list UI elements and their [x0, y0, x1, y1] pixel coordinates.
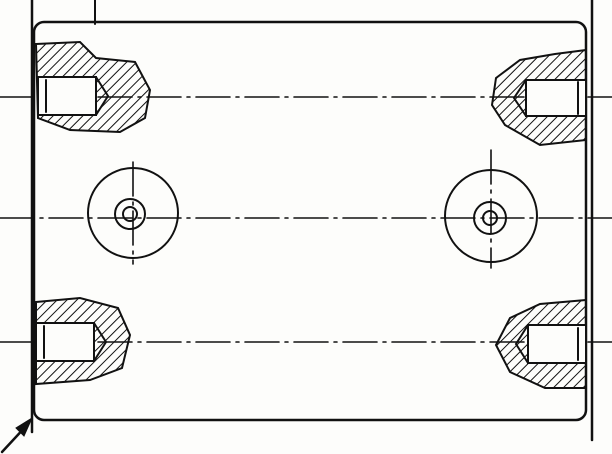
counterbore-right [444, 169, 538, 263]
arrowhead-icon [15, 416, 34, 437]
threaded-hole-top-right [490, 48, 587, 147]
threaded-hole-bottom-right [494, 298, 587, 389]
threaded-hole-top-left [34, 40, 152, 134]
part-outline [32, 20, 588, 422]
counterbore-left [87, 167, 179, 259]
threaded-hole-bottom-left [35, 296, 132, 386]
